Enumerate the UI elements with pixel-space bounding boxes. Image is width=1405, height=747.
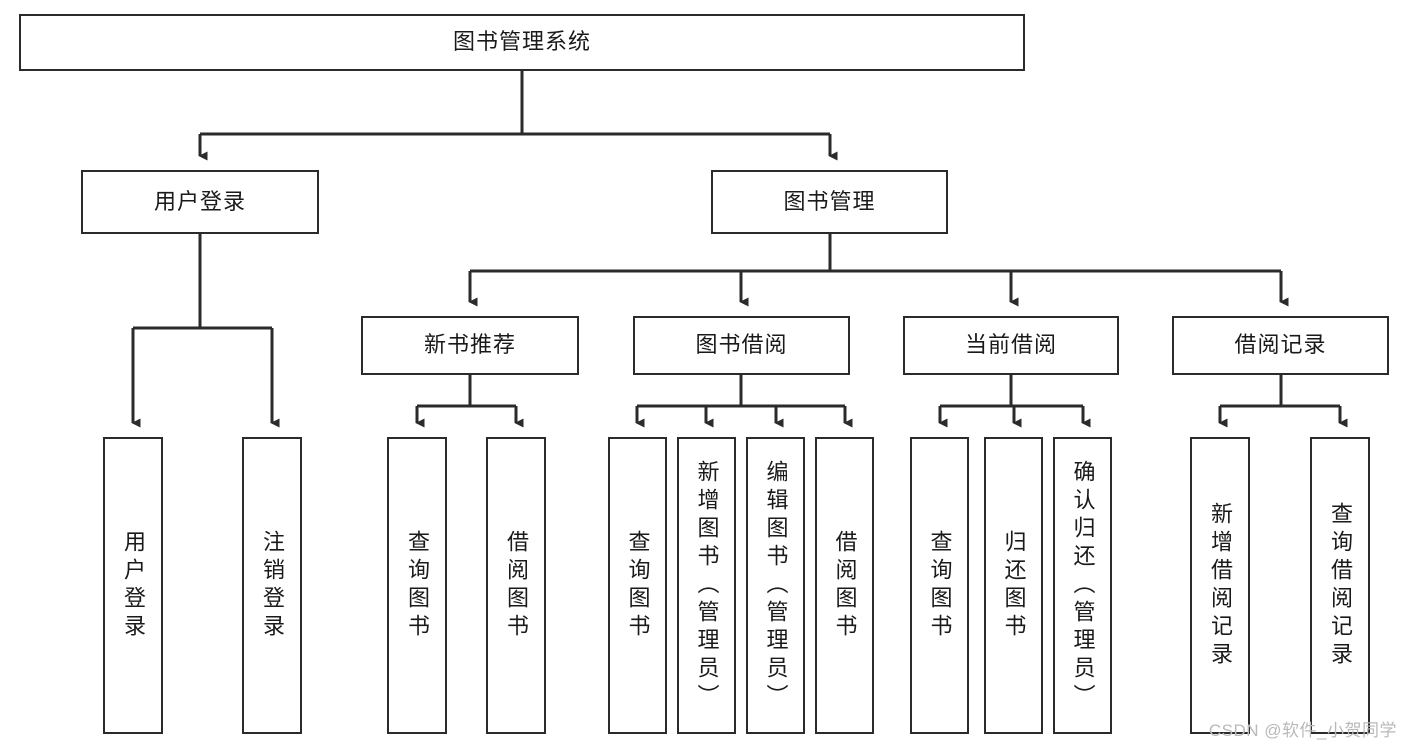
node-leaf-user-login[interactable]: 用户登录 [103,437,163,734]
node-leaf-edit-book[interactable]: 编辑图书（管理员） [746,437,805,734]
node-leaf-borrow-book[interactable]: 借阅图书 [815,437,874,734]
node-leaf-add-book-label: 新增图书（管理员） [694,459,720,712]
node-book-management[interactable]: 图书管理 [711,170,948,234]
node-root[interactable]: 图书管理系统 [19,14,1025,71]
node-user-login-label: 用户登录 [153,188,246,214]
node-leaf-borrow-book-recommend[interactable]: 借阅图书 [486,437,546,734]
node-leaf-return-book[interactable]: 归还图书 [984,437,1043,734]
node-leaf-borrow-book-recommend-label: 借阅图书 [504,529,529,642]
node-book-management-label: 图书管理 [783,188,876,214]
node-leaf-query-book-current-label: 查询图书 [927,529,953,642]
node-leaf-query-book-recommend[interactable]: 查询图书 [387,437,447,734]
node-new-book-recommend[interactable]: 新书推荐 [361,316,579,375]
node-leaf-add-borrow-record-label: 新增借阅记录 [1208,501,1233,670]
watermark: CSDN @软件_小贺同学 [1208,721,1397,740]
node-root-label: 图书管理系统 [452,29,591,55]
node-leaf-user-logout-label: 注销登录 [260,529,285,642]
node-borrow-record[interactable]: 借阅记录 [1172,316,1389,375]
node-leaf-edit-book-label: 编辑图书（管理员） [763,459,789,712]
node-leaf-user-logout[interactable]: 注销登录 [242,437,302,734]
node-user-login[interactable]: 用户登录 [81,170,319,234]
node-leaf-query-book-current[interactable]: 查询图书 [910,437,969,734]
node-leaf-borrow-book-label: 借阅图书 [832,529,858,642]
node-leaf-query-borrow-record-label: 查询借阅记录 [1328,501,1353,670]
node-leaf-confirm-return-label: 确认归还（管理员） [1070,459,1096,712]
node-borrow-record-label: 借阅记录 [1234,332,1327,358]
node-current-borrow[interactable]: 当前借阅 [903,316,1119,375]
node-book-borrow-label: 图书借阅 [695,332,788,358]
node-new-book-recommend-label: 新书推荐 [423,332,516,358]
node-leaf-confirm-return[interactable]: 确认归还（管理员） [1053,437,1112,734]
node-leaf-user-login-label: 用户登录 [121,529,146,642]
node-leaf-query-book-recommend-label: 查询图书 [405,529,430,642]
node-current-borrow-label: 当前借阅 [964,332,1057,358]
node-book-borrow[interactable]: 图书借阅 [633,316,850,375]
node-leaf-add-borrow-record[interactable]: 新增借阅记录 [1190,437,1250,734]
node-leaf-return-book-label: 归还图书 [1001,529,1027,642]
node-leaf-add-book[interactable]: 新增图书（管理员） [677,437,736,734]
node-leaf-query-book-borrow-label: 查询图书 [625,529,651,642]
node-leaf-query-book-borrow[interactable]: 查询图书 [608,437,667,734]
node-leaf-query-borrow-record[interactable]: 查询借阅记录 [1310,437,1370,734]
